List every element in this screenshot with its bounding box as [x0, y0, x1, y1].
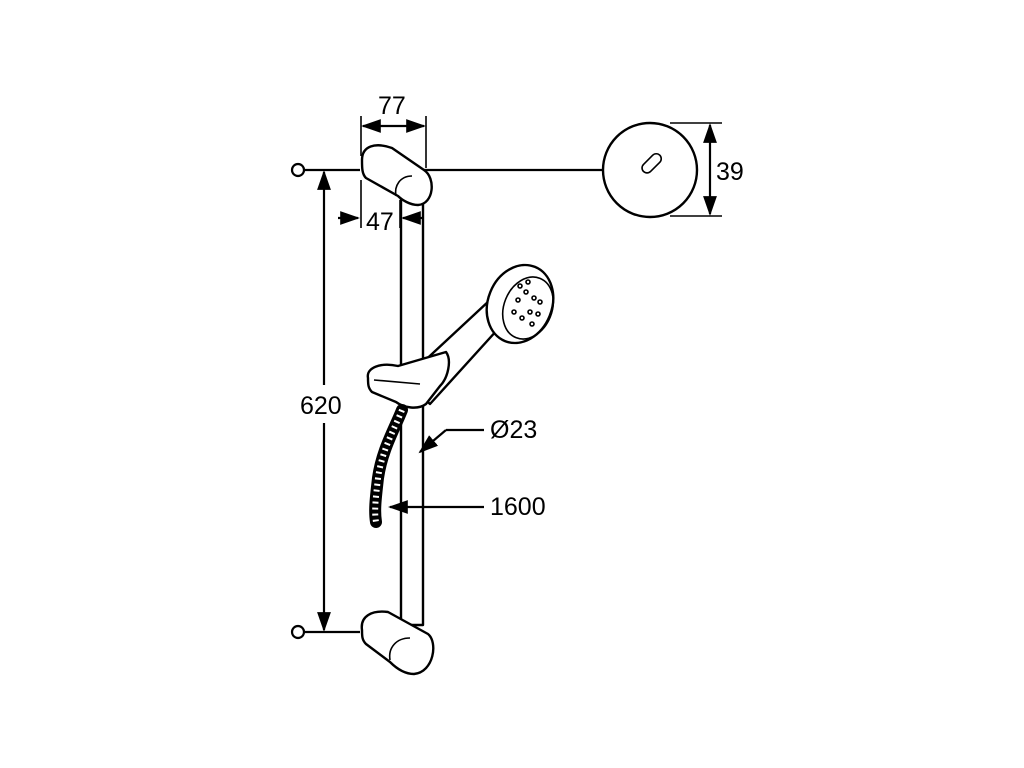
height-dimension: 620 — [296, 170, 356, 632]
cover-diameter-label: 39 — [716, 158, 744, 186]
round-cover-front-view — [601, 121, 699, 219]
bracket-projection-dimension: 47 — [338, 180, 424, 236]
height-dimension-label: 620 — [300, 392, 342, 420]
bracket-width-dimension: 77 — [360, 92, 427, 168]
bottom-wall-bracket — [360, 610, 435, 676]
hose-length-label: 1600 — [490, 493, 546, 521]
rail-diameter-label: Ø23 — [490, 416, 537, 444]
cover-diameter-dimension: 39 — [670, 122, 744, 217]
hose-length-callout: 1600 — [388, 493, 546, 521]
slider-holder — [366, 350, 451, 409]
rail-diameter-callout: Ø23 — [418, 416, 537, 454]
bracket-width-label: 77 — [378, 92, 406, 120]
top-fixing-point — [290, 162, 360, 178]
bracket-projection-label: 47 — [366, 208, 394, 236]
top-wall-bracket — [360, 144, 433, 207]
shower-hose — [369, 404, 408, 528]
bottom-fixing-point — [290, 624, 360, 640]
